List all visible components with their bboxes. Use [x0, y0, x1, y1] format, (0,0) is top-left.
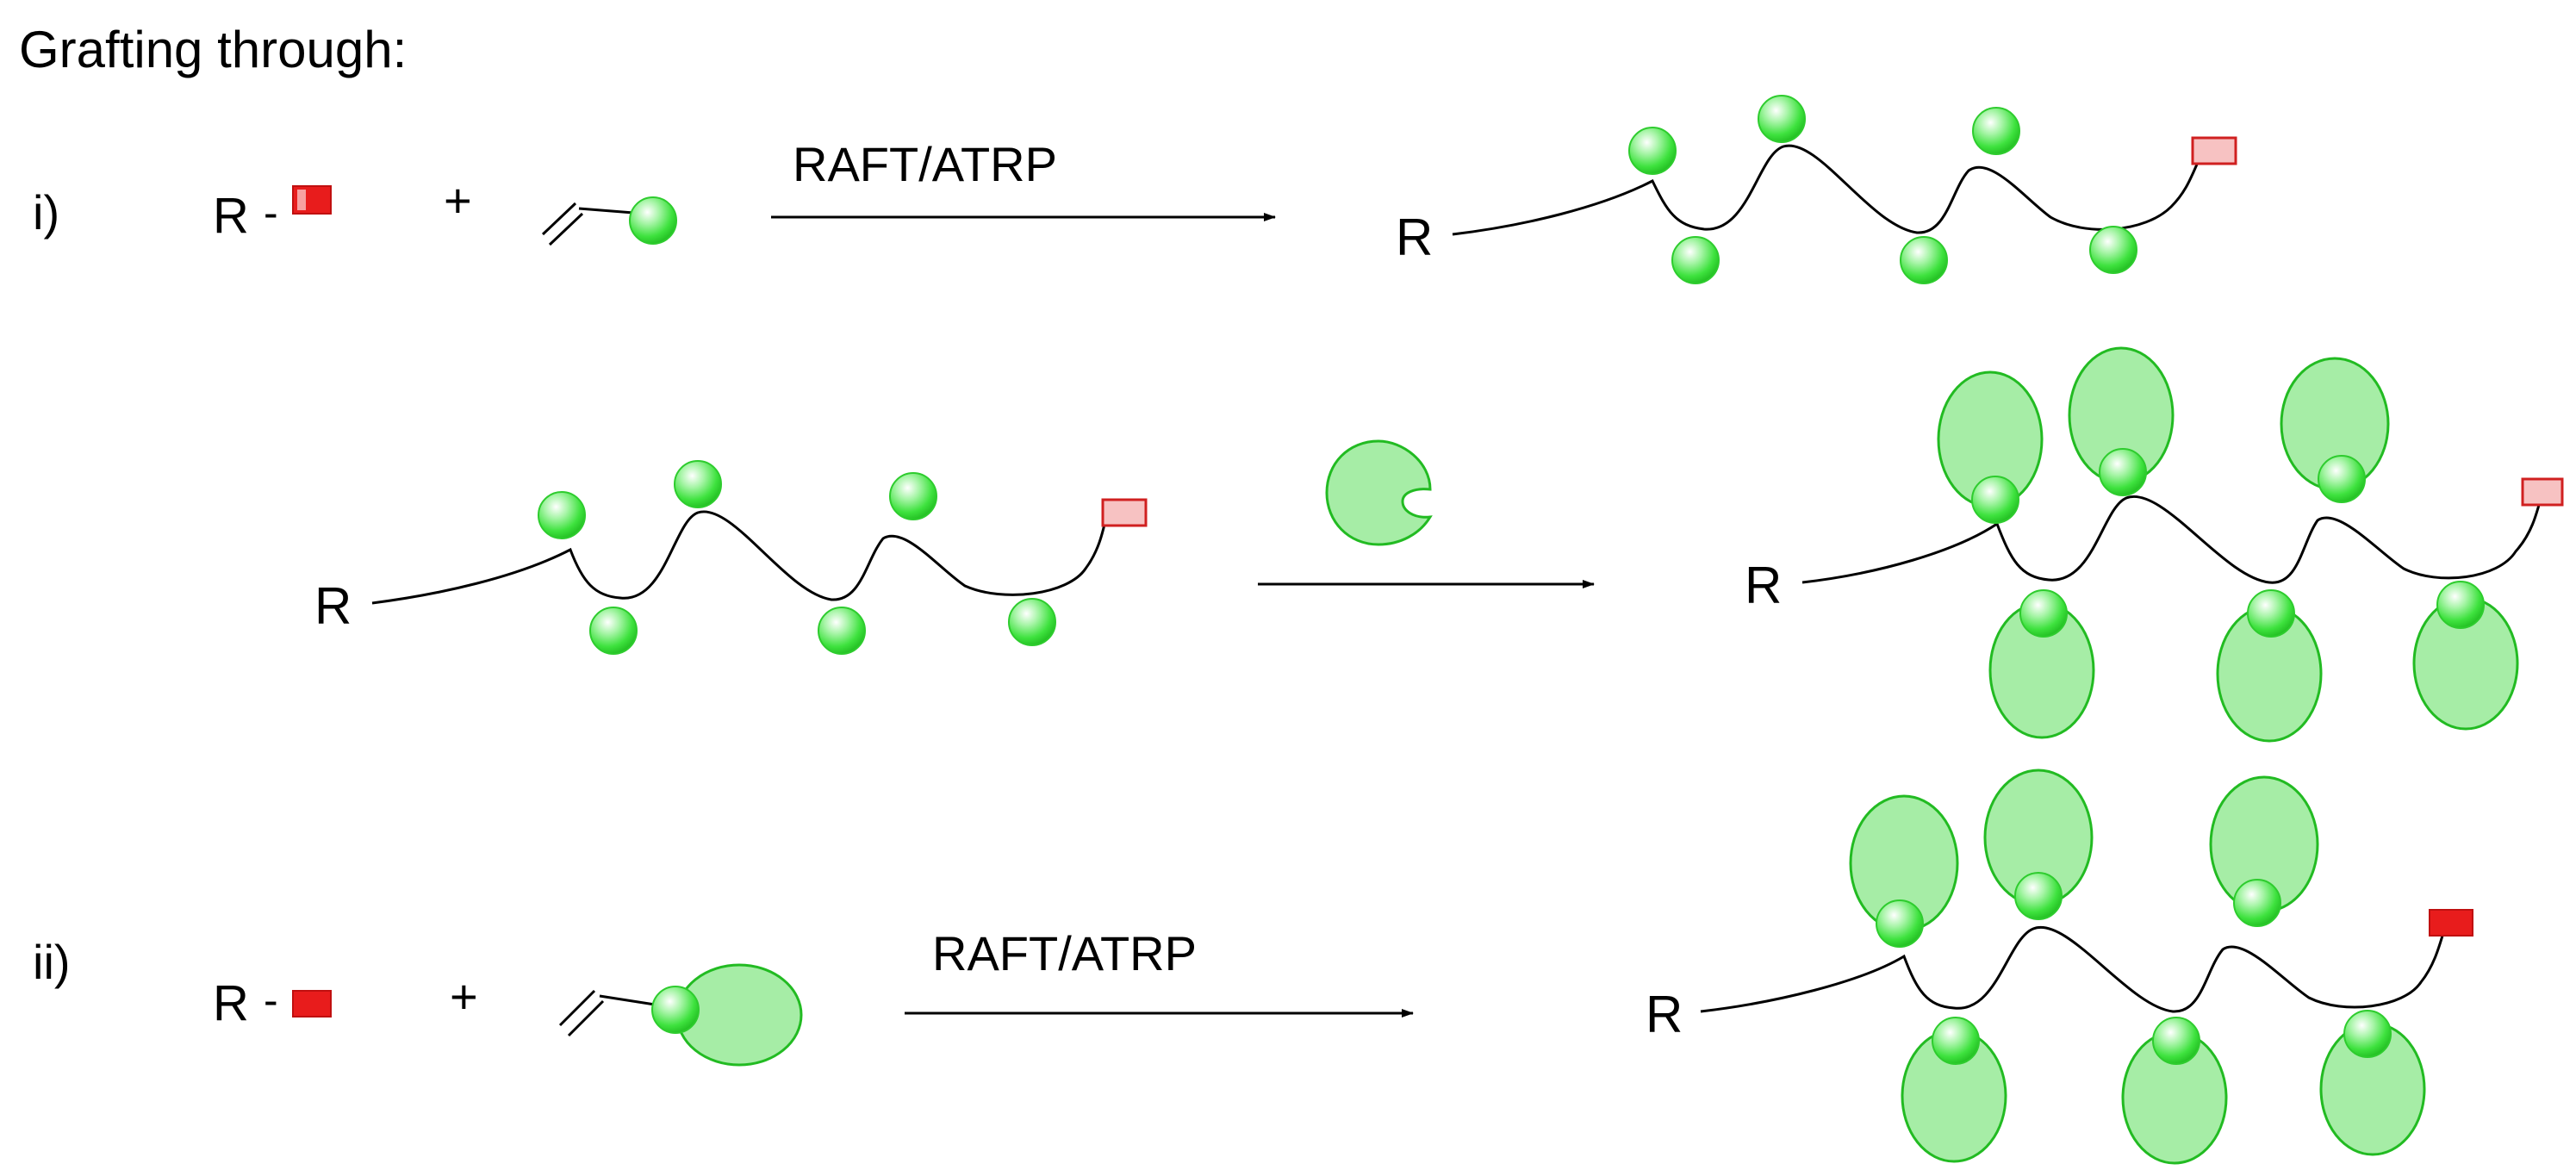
monomer-bead [1932, 1017, 1980, 1065]
end-group-light [2521, 477, 2564, 507]
monomer-bead [1758, 95, 1806, 143]
product-r-label: R [1745, 557, 1782, 614]
vinyl-monomer-small [541, 196, 677, 246]
initiator-r-end-group: R - [213, 975, 332, 1031]
monomer-bead [1971, 476, 2019, 524]
monomer-bead [674, 460, 722, 508]
initiator-r-end-group: R - [213, 185, 332, 244]
reagent-label-i: RAFT/ATRP [793, 137, 1057, 191]
scheme-ii-label: ii) [33, 935, 71, 989]
initiator-dash: - [264, 976, 278, 1024]
monomer-bead [1876, 899, 1924, 948]
product-polymer-step2: R [1745, 346, 2564, 743]
scheme-i: i) R - + RAFT/ATRP R [33, 95, 2237, 284]
initiator-dash: - [264, 189, 278, 237]
polymer-chain [1700, 925, 2447, 1013]
product-polymer-ii: R [1646, 769, 2473, 1165]
monomer-bead [889, 472, 937, 520]
end-group-light [2191, 136, 2237, 165]
vinyl-monomer-protein [558, 963, 803, 1067]
monomer-bead [2019, 589, 2068, 638]
polymer-chain [1801, 495, 2543, 584]
monomer-bead [818, 607, 866, 655]
polymer-chain [1452, 144, 2203, 236]
monomer-bead [1900, 236, 1948, 284]
monomer-bead [651, 986, 700, 1034]
initiator-r-label: R [213, 188, 249, 244]
reagent-label-ii: RAFT/ATRP [932, 926, 1197, 980]
monomer-bead [589, 607, 638, 655]
product-r-label: R [1396, 208, 1433, 266]
plus-sign: + [450, 969, 478, 1024]
protein-pacman-icon [1325, 439, 1433, 546]
scheme-i-label: i) [33, 185, 59, 240]
initiator-r-label: R [213, 975, 249, 1031]
start-r-label: R [314, 577, 352, 635]
scheme-i-step2: R R [314, 346, 2564, 743]
diagram-title: Grafting through: [19, 21, 407, 78]
monomer-bead [2099, 448, 2147, 496]
monomer-bead [2014, 872, 2063, 920]
start-polymer: R [314, 460, 1148, 655]
end-group-light [1101, 498, 1148, 527]
reaction-arrow-ii: RAFT/ATRP [905, 926, 1414, 1018]
polymer-chain [371, 510, 1108, 605]
monomer-bead [629, 196, 677, 245]
monomer-bead [1628, 127, 1677, 175]
end-group-highlight [297, 190, 306, 210]
end-group-red [292, 990, 332, 1018]
product-r-label: R [1646, 986, 1683, 1043]
monomer-bead [2436, 581, 2485, 629]
monomer-bead [2152, 1017, 2200, 1065]
product-polymer-i: R [1396, 95, 2237, 284]
monomer-bead [1008, 598, 1056, 646]
end-group-red [2429, 909, 2473, 937]
monomer-bead [2343, 1010, 2392, 1058]
monomer-bead [538, 491, 586, 539]
reaction-arrow-i: RAFT/ATRP [771, 137, 1276, 221]
monomer-bead [2089, 226, 2137, 274]
monomer-bead [2318, 455, 2366, 503]
monomer-bead [1671, 236, 1720, 284]
monomer-bead [2233, 879, 2281, 927]
plus-sign: + [444, 173, 472, 227]
scheme-ii: ii) R - + RAFT/ATRP R [33, 769, 2473, 1165]
protein-reagent [1325, 439, 1433, 546]
monomer-bead [1972, 107, 2020, 155]
monomer-bead [2247, 589, 2295, 638]
